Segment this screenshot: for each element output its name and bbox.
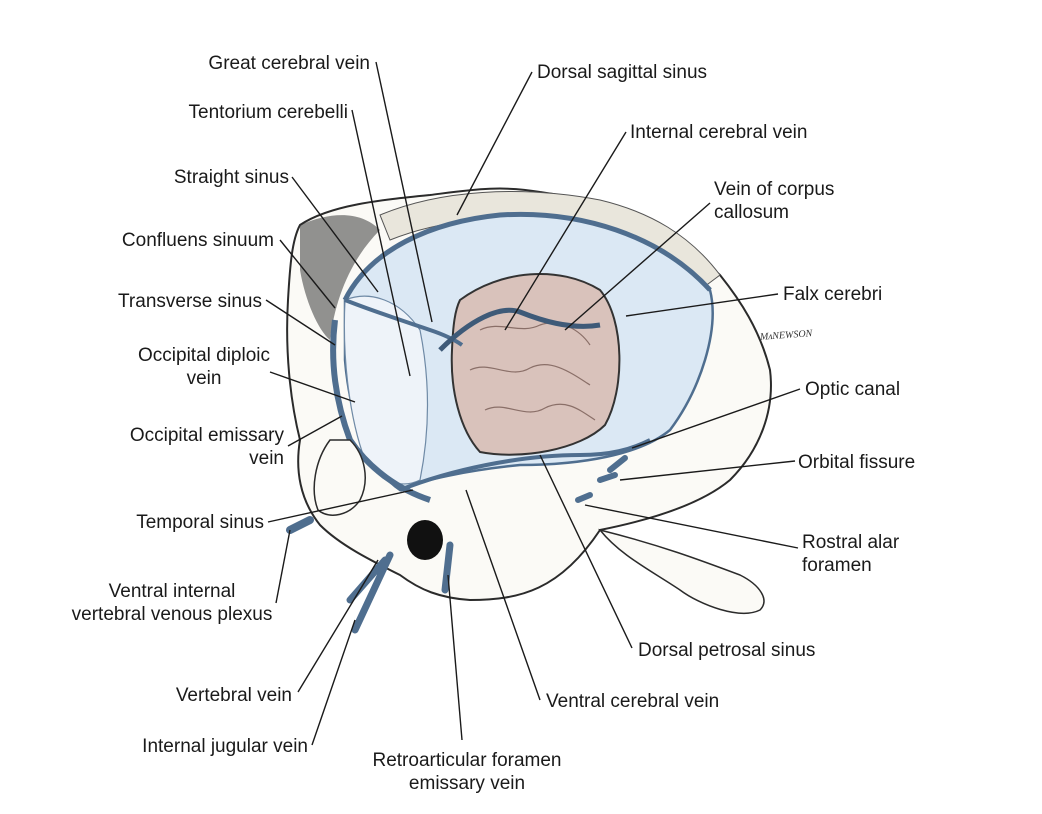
label-vein-of-corpus-callosum: Vein of corpus callosum [714,178,834,224]
label-optic-canal: Optic canal [805,379,901,400]
leader-transverse [265,299,336,346]
label-occipital-diploic-line1: Occipital diploic [138,345,270,366]
label-ventral-internal-plexus: Ventral internal vertebral venous plexus [70,580,274,626]
leader-orbital-fissure [619,460,796,481]
label-retroarticular-emissary: Retroarticular foramen emissary vein [362,749,572,795]
leader-rostral-alar [584,504,799,549]
leader-plexus [275,529,291,604]
leader-corpus-callosum [564,202,711,331]
leader-occipital-emissary [287,415,343,447]
leader-temporal [267,489,414,523]
leader-dorsal-sagittal [456,71,533,216]
leader-occipital-diploic [269,371,356,403]
brain [450,273,621,456]
leader-falx [625,293,779,317]
label-rostral-alar-foramen: Rostral alar foramen [802,531,899,577]
ventral-vessels [399,438,651,492]
leader-confluens [279,239,336,309]
foramen-magnum [407,520,443,560]
label-rostral-alar-line2: foramen [802,555,872,576]
leader-optic-canal [631,388,801,449]
tentorium-region [343,295,429,485]
label-transverse-sinus: Transverse sinus [118,291,262,312]
plexus-vessel [286,516,314,534]
label-occipital-emissary-vein: Occipital emissary vein [130,424,284,470]
leader-dorsal-petrosal [539,454,633,649]
leader-lines [265,61,801,746]
label-retroarticular-line2: emissary vein [408,773,526,794]
label-tentorium-cerebelli: Tentorium cerebelli [188,102,348,123]
label-occipital-diploic-line2: vein [186,368,222,389]
label-dorsal-sagittal-sinus: Dorsal sagittal sinus [537,62,708,83]
label-retroarticular-line1: Retroarticular foramen [372,750,562,771]
label-orbital-fissure: Orbital fissure [798,452,916,473]
label-internal-cerebral-vein: Internal cerebral vein [630,122,808,143]
occipital-bone-hatch [300,215,380,340]
label-ventral-internal-line2: vertebral venous plexus [71,604,273,625]
label-internal-jugular-vein: Internal jugular vein [142,736,308,757]
brain-gyri [469,322,596,421]
leader-ventral-cerebral [465,489,541,701]
label-occipital-emissary-line1: Occipital emissary [129,425,284,446]
leader-vertebral [297,559,379,693]
label-falx-cerebri: Falx cerebri [783,284,883,305]
label-occipital-emissary-line2: vein [249,448,284,469]
label-great-cerebral-vein: Great cerebral vein [208,53,370,74]
internal-cerebral-vessel [438,307,601,352]
label-corpus-callosum-line2: callosum [714,202,789,223]
label-straight-sinus: Straight sinus [173,167,289,188]
leader-tentorium [351,109,411,377]
label-corpus-callosum-line1: Vein of corpus [714,179,835,200]
leader-great-cerebral-vein [375,61,433,323]
label-dorsal-petrosal-sinus: Dorsal petrosal sinus [638,640,816,661]
label-confluens-sinuum: Confluens sinuum [121,230,274,251]
label-vertebral-vein: Vertebral vein [175,685,292,706]
leader-internal-cerebral [504,131,627,331]
label-ventral-internal-line1: Ventral internal [108,581,236,602]
leader-retroarticular [447,574,463,741]
dorsal-sagittal-sinus [342,211,712,302]
rostral-skull [598,528,765,614]
leader-straight-sinus [291,176,379,293]
label-rostral-alar-line1: Rostral alar [802,532,900,553]
leader-jugular [311,619,356,746]
orbital-vessels [575,455,628,503]
label-ventral-cerebral-vein: Ventral cerebral vein [546,691,720,712]
retroarticular-vessel [441,541,454,594]
label-temporal-sinus: Temporal sinus [136,512,264,533]
occipital-condyle [313,439,366,516]
jugular-vessels [346,551,394,634]
label-occipital-diploic-vein: Occipital diploic vein [136,344,272,390]
